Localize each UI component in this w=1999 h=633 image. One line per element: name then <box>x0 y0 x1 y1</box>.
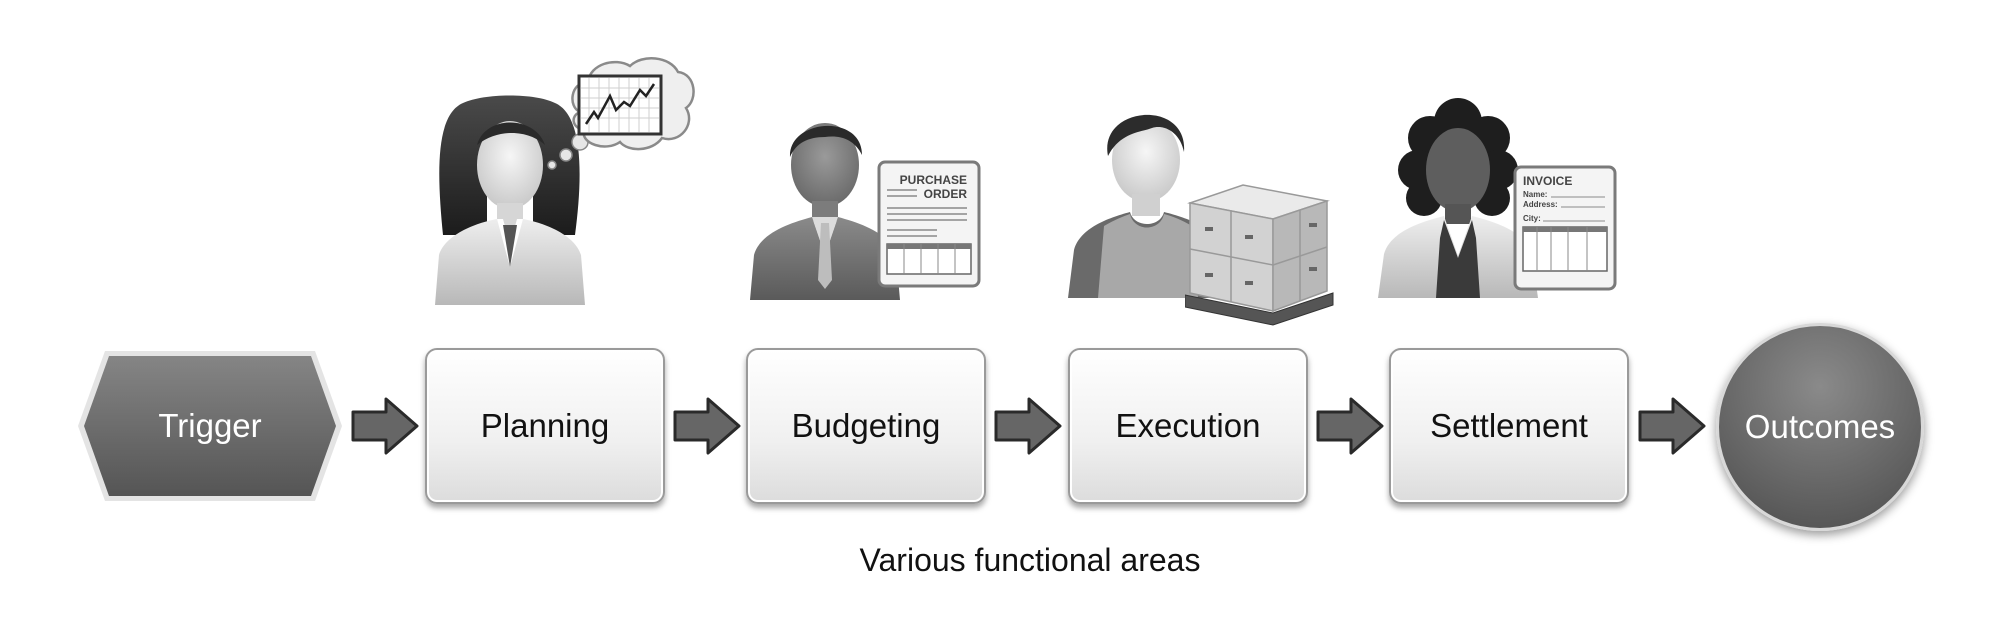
invoice-icon: INVOICE Name: Address: City: <box>1513 165 1617 291</box>
diagram-caption: Various functional areas <box>859 542 1201 578</box>
invoice-field-city: City: <box>1523 214 1541 223</box>
right-arrow-icon <box>994 397 1062 455</box>
trigger-label: Trigger <box>158 407 262 444</box>
right-arrow-icon <box>351 397 419 455</box>
step-label: Settlement <box>1430 407 1588 444</box>
step-label: Budgeting <box>791 407 941 444</box>
right-arrow-icon <box>1316 397 1384 455</box>
step-settlement: Settlement <box>1389 348 1629 504</box>
invoice-field-address: Address: <box>1523 200 1558 209</box>
po-title-line2: ORDER <box>924 187 968 201</box>
chart-thought-bubble-icon <box>547 57 695 170</box>
outcomes-circle: Outcomes <box>1716 323 1924 531</box>
right-arrow-icon <box>673 397 741 455</box>
step-planning: Planning <box>425 348 665 504</box>
po-title-line1: PURCHASE <box>900 173 967 187</box>
worker-man-icon <box>1068 114 1228 298</box>
outcomes-label: Outcomes <box>1744 408 1896 445</box>
cargo-pallet-icon <box>1185 184 1334 326</box>
invoice-title: INVOICE <box>1523 174 1572 188</box>
trigger-hexagon <box>78 351 342 501</box>
settlement-woman-icon <box>1378 98 1538 298</box>
planner-woman-icon <box>435 95 585 305</box>
invoice-field-name: Name: <box>1523 190 1547 199</box>
step-label: Execution <box>1115 407 1261 444</box>
budget-man-icon <box>750 123 900 300</box>
right-arrow-icon <box>1638 397 1706 455</box>
purchase-order-icon: PURCHASE ORDER <box>877 160 981 288</box>
step-label: Planning <box>480 407 610 444</box>
step-budgeting: Budgeting <box>746 348 986 504</box>
step-execution: Execution <box>1068 348 1308 504</box>
